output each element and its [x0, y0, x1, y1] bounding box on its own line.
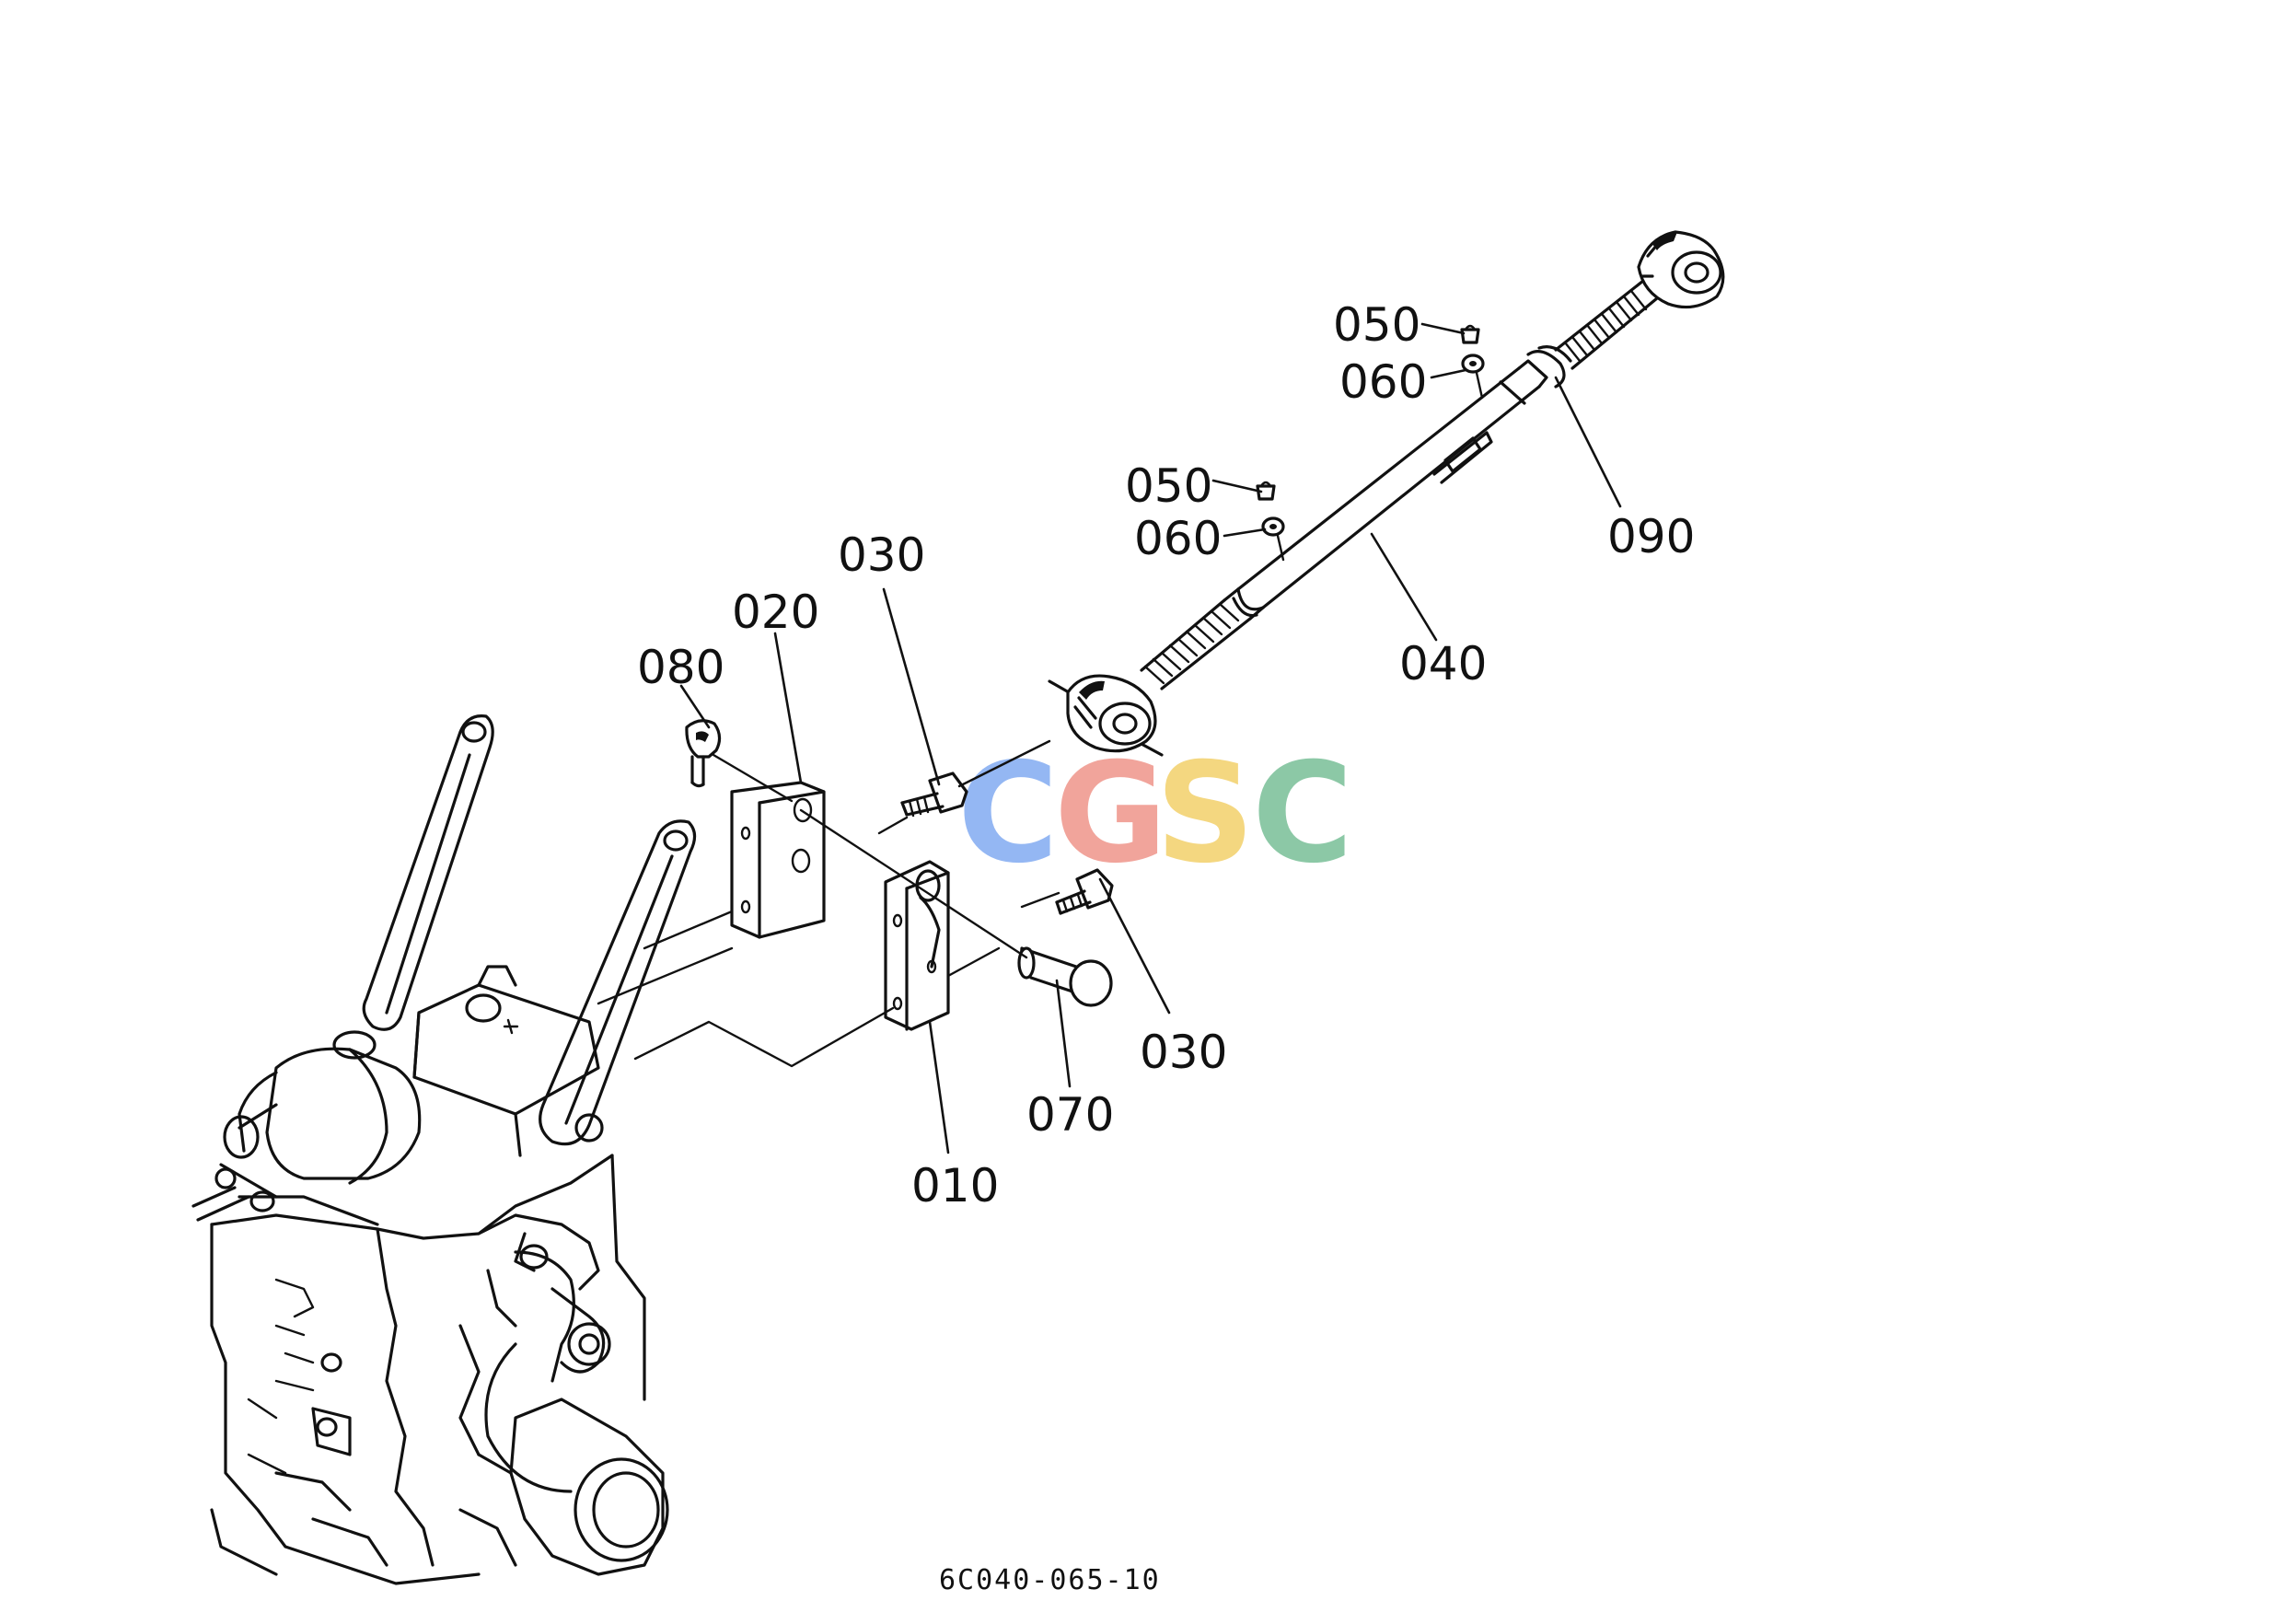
callout-labels: 050 060 050 060 090 030 020 080 040 030 … — [637, 298, 1695, 1212]
callout-080: 080 — [637, 641, 724, 694]
upper-grease-nipple-050 — [1460, 324, 1480, 344]
callout-050-upper: 050 — [1333, 298, 1420, 352]
watermark-letter-1: C — [957, 734, 1059, 894]
figure-code: 6C040-065-10 — [939, 1564, 1161, 1596]
upper-washer-060 — [1461, 354, 1485, 400]
callout-090: 090 — [1607, 510, 1695, 563]
cgsc-watermark: C G S C — [957, 734, 1353, 894]
lynch-pin-080 — [685, 719, 722, 788]
callout-060-lower: 060 — [1134, 512, 1222, 565]
callout-020: 020 — [732, 586, 819, 639]
bracket-plate-010 — [884, 860, 950, 1031]
alignment-lines — [597, 739, 1060, 1068]
callout-040: 040 — [1399, 637, 1487, 690]
callout-070: 070 — [1026, 1088, 1114, 1142]
clevis-pin-070 — [1017, 946, 1113, 1007]
top-link-rod-assembly — [1048, 230, 1725, 757]
callout-030-upper: 030 — [838, 528, 925, 582]
lower-bolt-030 — [1055, 868, 1114, 915]
bracket-plate-020 — [730, 781, 826, 939]
lower-washer-060 — [1261, 516, 1285, 562]
watermark-letter-2: G — [1054, 734, 1167, 894]
callout-010: 010 — [911, 1159, 999, 1212]
watermark-letter-3: S — [1155, 734, 1255, 894]
callout-050-lower: 050 — [1125, 459, 1212, 513]
callout-060-upper: 060 — [1339, 355, 1427, 409]
callout-030-lower: 030 — [1140, 1026, 1227, 1079]
lower-grease-nipple-050 — [1256, 481, 1276, 501]
callout-leader-lines — [679, 322, 1622, 1154]
tractor-housing-illustration — [191, 714, 697, 1585]
watermark-letter-4: C — [1252, 734, 1353, 894]
